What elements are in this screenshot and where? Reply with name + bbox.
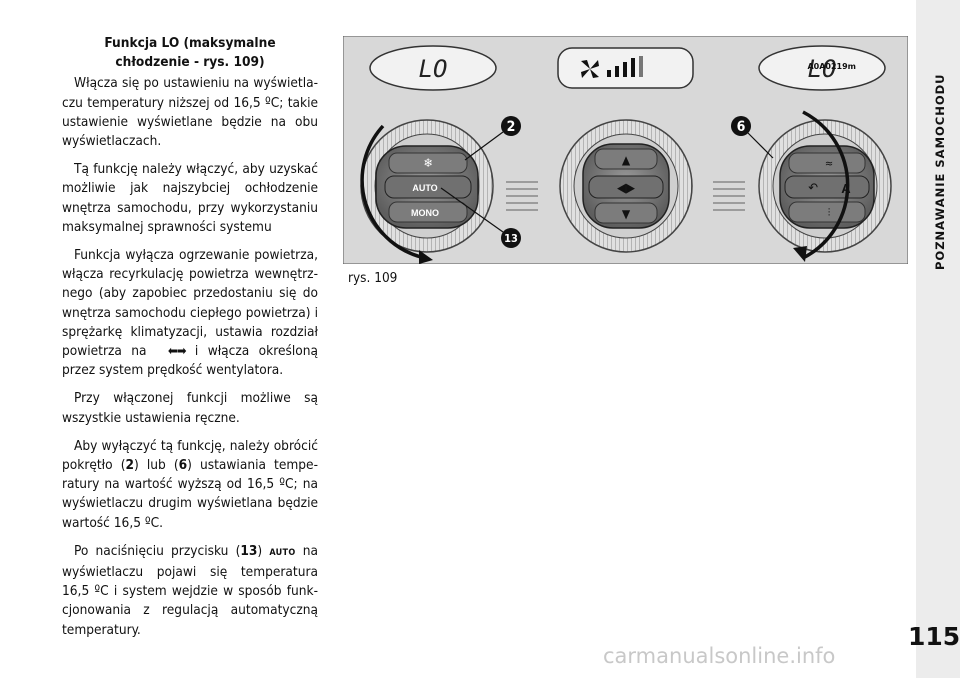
auto-button-label: AUTO	[412, 183, 437, 193]
left-rotation-arrow	[360, 124, 426, 260]
svg-text:6: 6	[737, 119, 746, 135]
left-display-text: LO	[419, 55, 448, 83]
svg-text:POZNAWANIE SAMOCHODU: POZNAWANIE SAMOCHODU	[933, 73, 947, 270]
callout-2	[501, 116, 521, 136]
paragraph-4: Przy włączonej funkcji możliwe są wszyst…	[62, 390, 318, 426]
svg-text:13: 13	[504, 232, 518, 245]
paragraph-3: Funkcja wyłącza ogrzewanie powietrza, wł…	[62, 247, 318, 379]
paragraph-2: Tą funkcję należy włączyć, aby uzyskać m…	[62, 161, 318, 235]
page-number: 115	[908, 622, 960, 651]
rear-window-defrost-icon: ⫶	[828, 206, 831, 219]
left-vent-grille	[506, 181, 538, 211]
section-heading: Funkcja LO (maksymalne chłodzenie - rys.…	[104, 35, 276, 71]
right-temperature-knob: ≈ ↶ A ⫶	[758, 119, 892, 253]
arrows-left-right-icon: ◀▶	[617, 181, 635, 196]
right-rotation-arrow	[802, 110, 850, 260]
mono-button-label: MONO	[411, 208, 439, 218]
section-title-vertical: POZNAWANIE SAMOCHODU	[933, 73, 947, 270]
fan-speed-bars	[607, 56, 643, 77]
section-sidebar	[916, 0, 960, 678]
air-distribution-arrows-icon: ⬅➡	[167, 344, 187, 360]
arrow-up-icon: ▲	[622, 153, 631, 167]
callout-13	[501, 228, 521, 248]
callout-6	[731, 116, 751, 136]
paragraph-1: Włącza się po ustawieniu na wyświetla-cz…	[62, 75, 318, 150]
svg-text:2: 2	[507, 119, 516, 135]
fan-icon	[581, 60, 599, 78]
paragraph-6: Po naciśnięciu przycisku (13) AUTO na wy…	[62, 542, 318, 638]
right-vent-grille	[713, 181, 745, 211]
left-display	[369, 45, 497, 91]
body-text-column: Funkcja LO (maksymalne chłodzenie - rys.…	[62, 34, 318, 649]
ac-snowflake-icon: ❄	[423, 156, 432, 170]
recirculation-icon: ↶	[808, 181, 818, 196]
air-distribution-knob: ▲ ◀▶ ▼	[559, 119, 693, 253]
arrow-down-icon: ▼	[622, 207, 631, 221]
watermark: carmanualsonline.info	[603, 644, 836, 668]
right-display-text: LO	[808, 55, 837, 83]
left-temperature-knob: ❄ AUTO MONO	[360, 119, 494, 253]
paragraph-5: Aby wyłączyć tą funkcję, należy obrócić …	[62, 437, 318, 531]
climate-panel-figure: LO LO ❄ AUTO MONO	[342, 35, 909, 265]
climate-panel-illustration: LO LO ❄ AUTO MONO	[342, 35, 909, 265]
figure-caption: rys. 109	[348, 270, 398, 286]
windshield-defrost-icon: ≈	[825, 157, 833, 170]
right-display	[758, 45, 886, 91]
figure-code: A0A0219m	[807, 62, 856, 71]
